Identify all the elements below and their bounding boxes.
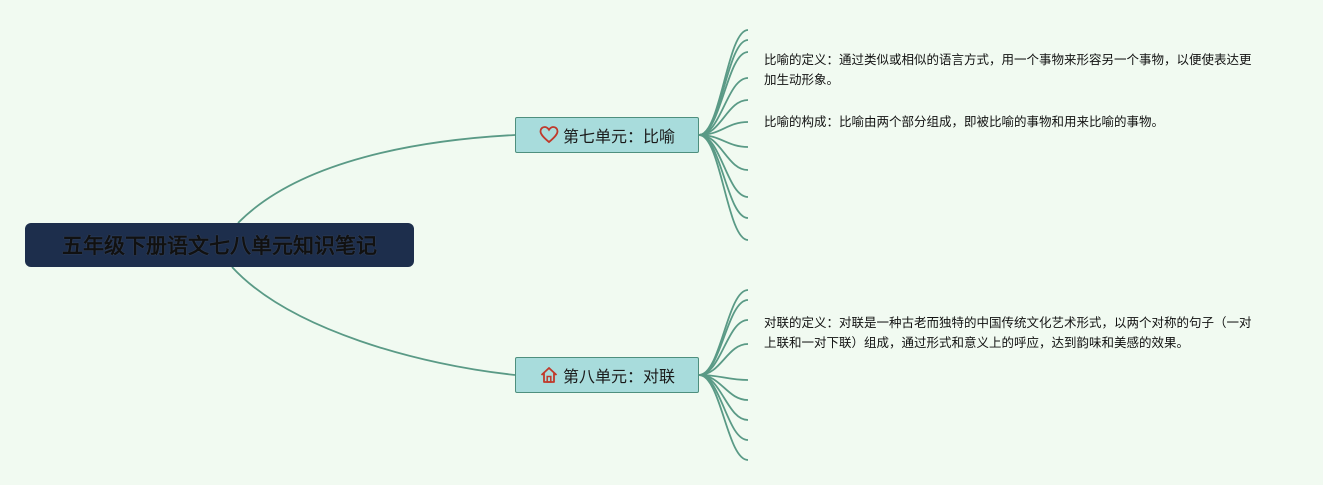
unit8-leaf-line-3 bbox=[698, 319, 749, 376]
house-icon bbox=[539, 365, 559, 385]
branch-label: 第八单元：对联 bbox=[562, 367, 675, 386]
root-title: 五年级下册语文七八单元知识笔记 bbox=[62, 234, 377, 258]
root-to-unit8-line bbox=[231, 266, 516, 376]
unit7-leaf-line-11 bbox=[698, 134, 749, 241]
heart-icon bbox=[539, 125, 559, 145]
note-couplet-definition: 对联的定义：对联是一种古老而独特的中国传统文化艺术形式，以两个对称的句子（一对上… bbox=[764, 315, 1252, 350]
root-to-unit7-line bbox=[237, 134, 516, 224]
branch-label: 第七单元：比喻 bbox=[562, 127, 675, 146]
branch-unit-7[interactable]: 第七单元：比喻 bbox=[515, 117, 699, 153]
unit8-leaf-line-4 bbox=[698, 343, 749, 376]
unit7-leaf-line-3 bbox=[698, 51, 749, 136]
unit8-leaf-line-9 bbox=[698, 374, 749, 461]
note-metaphor-definition: 比喻的定义：通过类似或相似的语言方式，用一个事物来形容另一个事物，以便使表达更加… bbox=[764, 52, 1252, 87]
root-topic[interactable]: 五年级下册语文七八单元知识笔记 bbox=[25, 223, 414, 267]
note-metaphor-structure: 比喻的构成：比喻由两个部分组成，即被比喻的事物和用来比喻的事物。 bbox=[764, 114, 1165, 129]
unit7-leaf-line-2 bbox=[698, 39, 749, 136]
branch-unit-8[interactable]: 第八单元：对联 bbox=[515, 357, 699, 393]
unit7-leaf-line-10 bbox=[698, 134, 749, 219]
unit8-leaf-line-8 bbox=[698, 374, 749, 441]
unit8-leaf-line-7 bbox=[698, 374, 749, 421]
unit8-leaf-line-2 bbox=[698, 299, 749, 376]
